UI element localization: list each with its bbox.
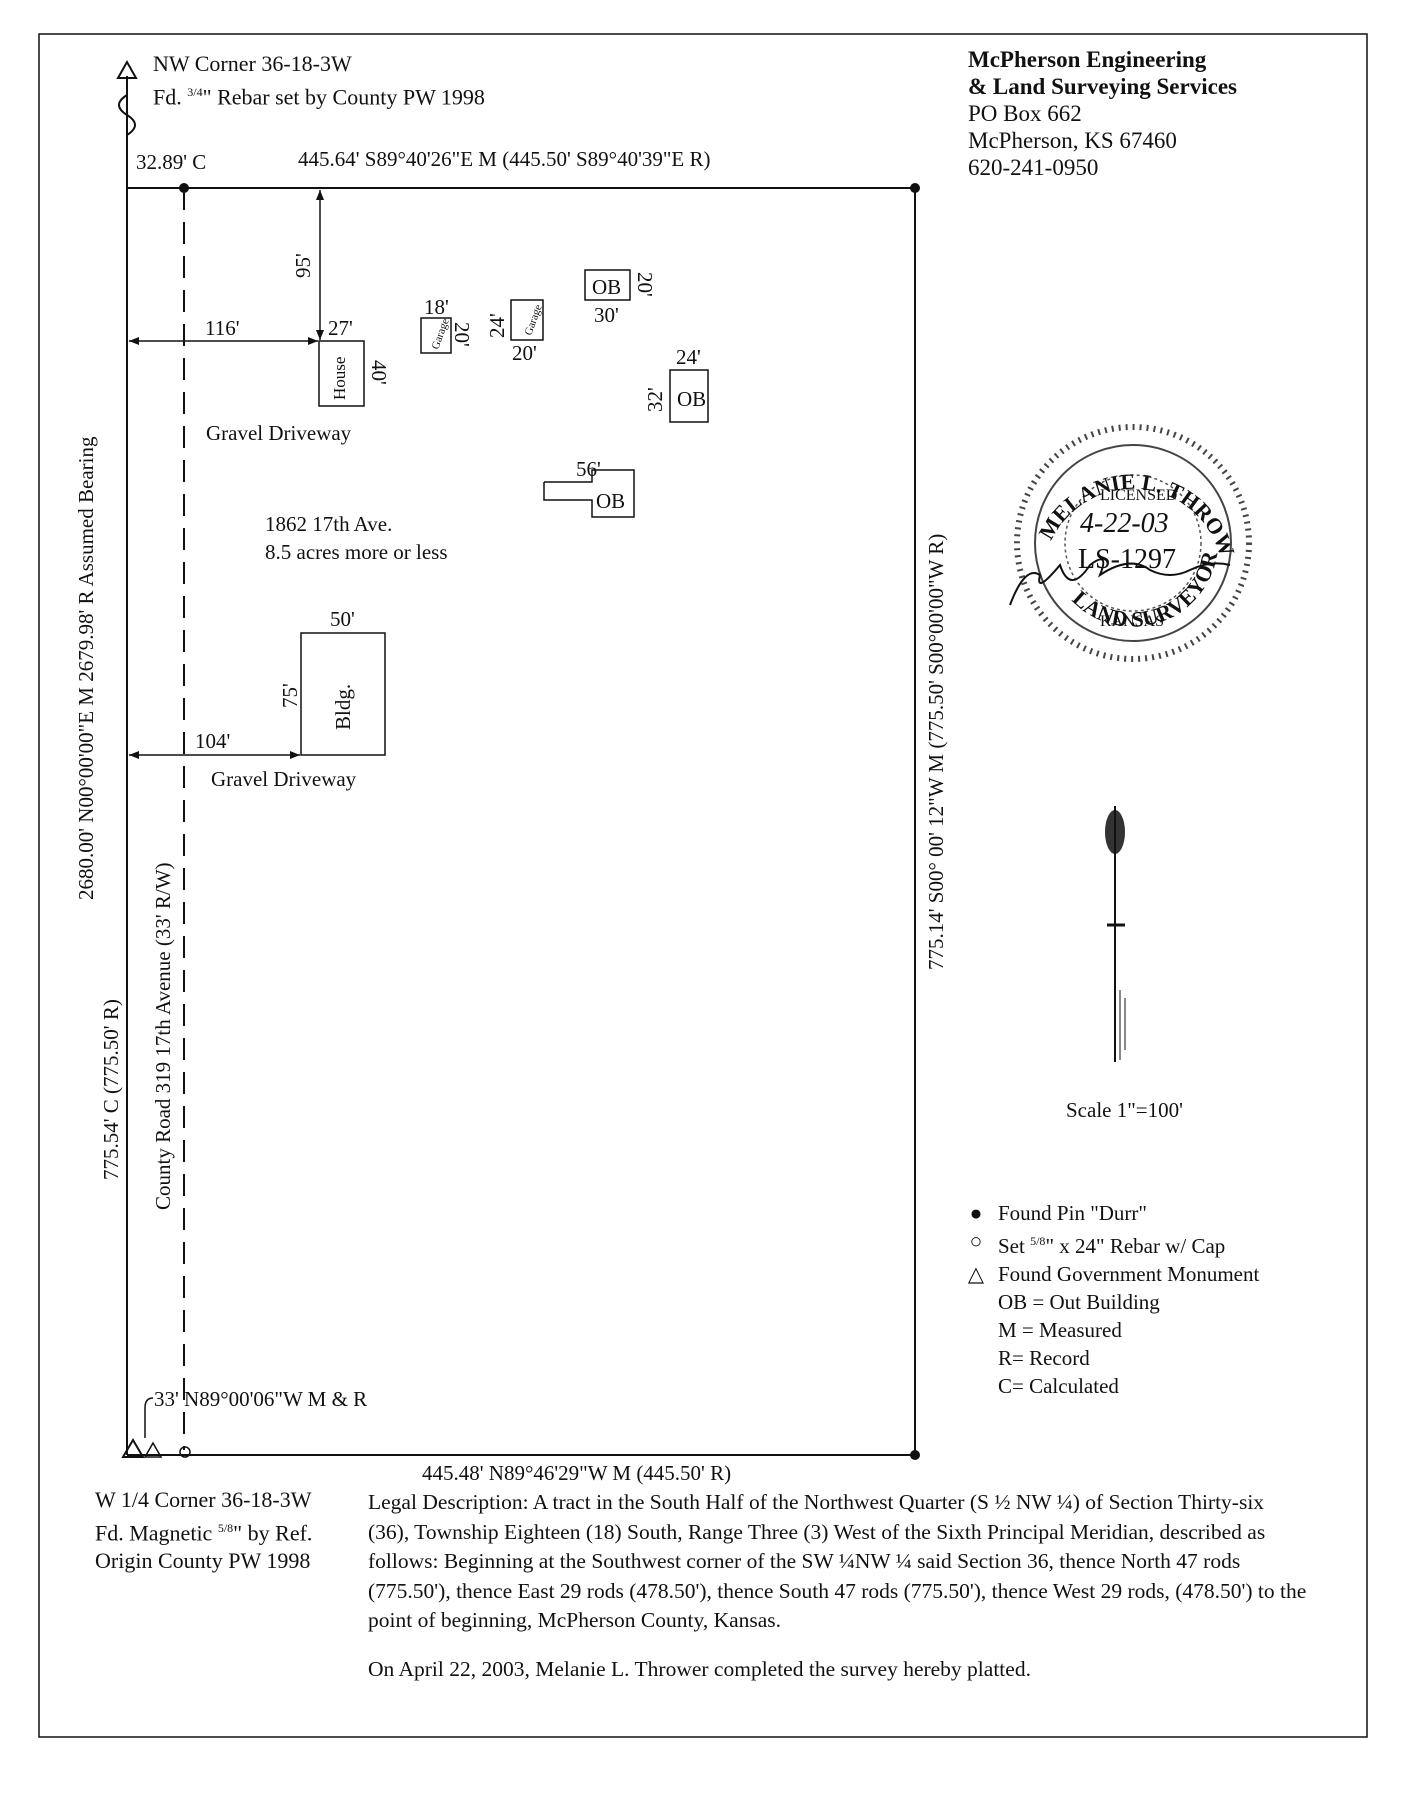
- signature: [1009, 558, 1231, 606]
- bldg-width: 50': [330, 607, 355, 631]
- seal-date: 4-22-03: [1080, 508, 1169, 539]
- legend-set-rebar-suffix: " x 24" Rebar w/ Cap: [1045, 1234, 1226, 1258]
- w-corner-line2: Fd. Magnetic 5/8" by Ref.: [95, 1514, 312, 1547]
- ob1-depth: 20': [633, 272, 657, 297]
- driveway-north-label: Gravel Driveway: [206, 421, 352, 445]
- found-pin-icon: ●: [969, 1201, 983, 1225]
- garage2-outline: [510, 299, 544, 341]
- house-depth: 40': [367, 360, 391, 385]
- ob2-depth: 32': [643, 387, 667, 412]
- ob1-outline: [584, 269, 631, 301]
- road-text: County Road 319 17th Avenue (33' R/W): [151, 862, 175, 1210]
- firm-name-1: McPherson Engineering: [968, 47, 1207, 72]
- ob3-outline: [543, 469, 635, 518]
- bldg-west-text: 104': [195, 729, 230, 753]
- house-width: 27': [328, 316, 353, 340]
- driveway-south-label: Gravel Driveway: [211, 767, 357, 791]
- north-offset-text: 32.89' C: [136, 150, 206, 174]
- east-line-text: 775.14' S00° 00' 12"W M (775.50' S00°00'…: [924, 534, 948, 970]
- pin-se: [910, 1450, 920, 1460]
- bldg-label: Bldg.: [331, 684, 355, 730]
- garage1-width: 18': [424, 295, 449, 319]
- tract-boundary: [127, 187, 916, 1456]
- break-mark: [118, 94, 136, 136]
- firm-name-2: & Land Surveying Services: [968, 74, 1237, 99]
- garage2-label: Garage: [523, 303, 545, 337]
- legend-m: M = Measured: [998, 1318, 1122, 1342]
- legend-set-rebar: ○ Set 5/8" x 24" Rebar w/ Cap: [960, 1227, 1259, 1260]
- garage1-depth: 20': [450, 322, 474, 347]
- ob2-outline: [669, 369, 709, 423]
- house-label: House: [330, 357, 349, 400]
- legend-c: C= Calculated: [998, 1374, 1119, 1398]
- legend-set-rebar-prefix: Set: [998, 1234, 1031, 1258]
- w-corner-frac: 5/8: [217, 1521, 234, 1535]
- seal-state: KANSAS: [1100, 613, 1164, 630]
- completion-statement: On April 22, 2003, Melanie L. Thrower co…: [368, 1657, 1031, 1681]
- legend-found-pin: ● Found Pin "Durr": [960, 1199, 1259, 1227]
- firm-po-box: PO Box 662: [968, 101, 1082, 126]
- ob1-label: OB: [592, 275, 621, 299]
- west-section-text: 2680.00' N00°00'00"E M 2679.98' R Assume…: [74, 436, 98, 900]
- address-label: 1862 17th Ave.: [265, 512, 392, 536]
- ob2-width: 24': [676, 345, 701, 369]
- nw-corner-line1: NW Corner 36-18-3W: [153, 51, 352, 76]
- garage2-width: 20': [512, 341, 537, 365]
- legend: ● Found Pin "Durr" ○ Set 5/8" x 24" Rebar …: [960, 1199, 1259, 1400]
- bldg-depth: 75': [278, 683, 302, 708]
- legend-gov-monument: △ Found Government Monument: [960, 1260, 1259, 1288]
- pin-ne: [910, 183, 920, 193]
- ob2-label: OB: [677, 387, 706, 411]
- page-border: [38, 33, 1368, 1738]
- legend-r: R= Record: [998, 1346, 1090, 1370]
- acreage-label: 8.5 acres more or less: [265, 540, 448, 564]
- bldg-outline: [300, 632, 386, 756]
- nw-corner-prefix: Fd.: [153, 84, 188, 110]
- set-rebar-legend-icon: ○: [969, 1229, 983, 1253]
- garage1-outline: [420, 317, 452, 354]
- w-corner-suffix: " by Ref.: [233, 1520, 313, 1546]
- north-line-text: 445.64' S89°40'26"E M (445.50' S89°40'39…: [298, 147, 711, 171]
- seal-licensed: LICENSED: [1100, 487, 1177, 504]
- south-line-text: 445.48' N89°46'29"W M (445.50' R): [422, 1461, 731, 1485]
- legend-set-rebar-frac: 5/8: [1030, 1234, 1046, 1248]
- legend-ob: OB = Out Building: [998, 1290, 1160, 1314]
- w-quarter-monument-icon: [121, 1438, 145, 1458]
- w-corner-note: W 1/4 Corner 36-18-3W Fd. Magnetic 5/8" …: [95, 1486, 312, 1575]
- firm-block: McPherson Engineering & Land Surveying S…: [968, 46, 1237, 181]
- ob3-label: OB: [596, 489, 625, 513]
- house-outline: [318, 340, 365, 407]
- w-corner-prefix: Fd. Magnetic: [95, 1520, 218, 1546]
- firm-city: McPherson, KS 67460: [968, 128, 1177, 153]
- north-arrow-icon: [1105, 806, 1126, 1062]
- west-line-text: 775.54' C (775.50' R): [99, 999, 123, 1180]
- firm-phone: 620-241-0950: [968, 155, 1099, 180]
- scale-text: Scale 1"=100': [1066, 1098, 1183, 1122]
- legend-gov-monument-text: Found Government Monument: [998, 1262, 1260, 1286]
- south-offset-text: 33' N89°00'06"W M & R: [154, 1387, 367, 1411]
- ob1-width: 30': [594, 303, 619, 327]
- legend-found-pin-text: Found Pin "Durr": [998, 1201, 1147, 1225]
- monument-ref-icon: [143, 1441, 163, 1458]
- garage1-label: Garage: [430, 317, 452, 351]
- house-north-text: 95': [291, 253, 315, 278]
- ob3-width: 56': [576, 457, 601, 481]
- seal-number: LS-1297: [1078, 544, 1176, 575]
- nw-corner-suffix: " Rebar set by County PW 1998: [202, 84, 485, 110]
- w-corner-line1: W 1/4 Corner 36-18-3W: [95, 1487, 312, 1512]
- legal-description: Legal Description: A tract in the South …: [368, 1490, 1307, 1632]
- nw-monument-icon: [116, 59, 138, 79]
- nw-corner-note: NW Corner 36-18-3W Fd. 3/4" Rebar set by…: [153, 50, 485, 111]
- nw-corner-line2: Fd. 3/4" Rebar set by County PW 1998: [153, 78, 485, 111]
- w-corner-line3: Origin County PW 1998: [95, 1548, 311, 1574]
- house-west-text: 116': [205, 316, 240, 340]
- garage2-depth: 24': [485, 313, 509, 338]
- gov-monument-icon: △: [967, 1262, 985, 1286]
- nw-corner-frac: 3/4: [187, 85, 203, 99]
- south-offset-leader: [144, 1397, 154, 1438]
